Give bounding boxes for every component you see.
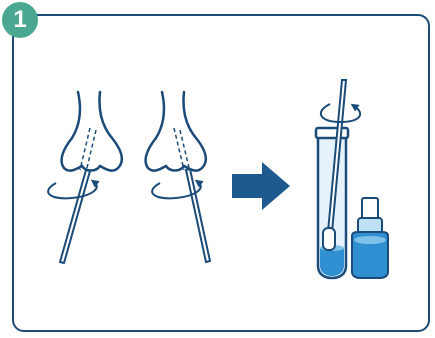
swab-icon [60, 170, 90, 263]
right-nose-swab-group [146, 92, 210, 262]
right-arrow-icon [232, 162, 290, 210]
rotation-arrow-icon [48, 182, 97, 198]
swab-inside-dashed-right [174, 128, 184, 170]
dropper-bottle-icon [352, 198, 388, 278]
nose-right-icon [146, 92, 206, 171]
nose-left-icon [62, 92, 122, 171]
swab-inside-dashed [80, 128, 90, 170]
left-nose-swab-group [48, 92, 122, 263]
